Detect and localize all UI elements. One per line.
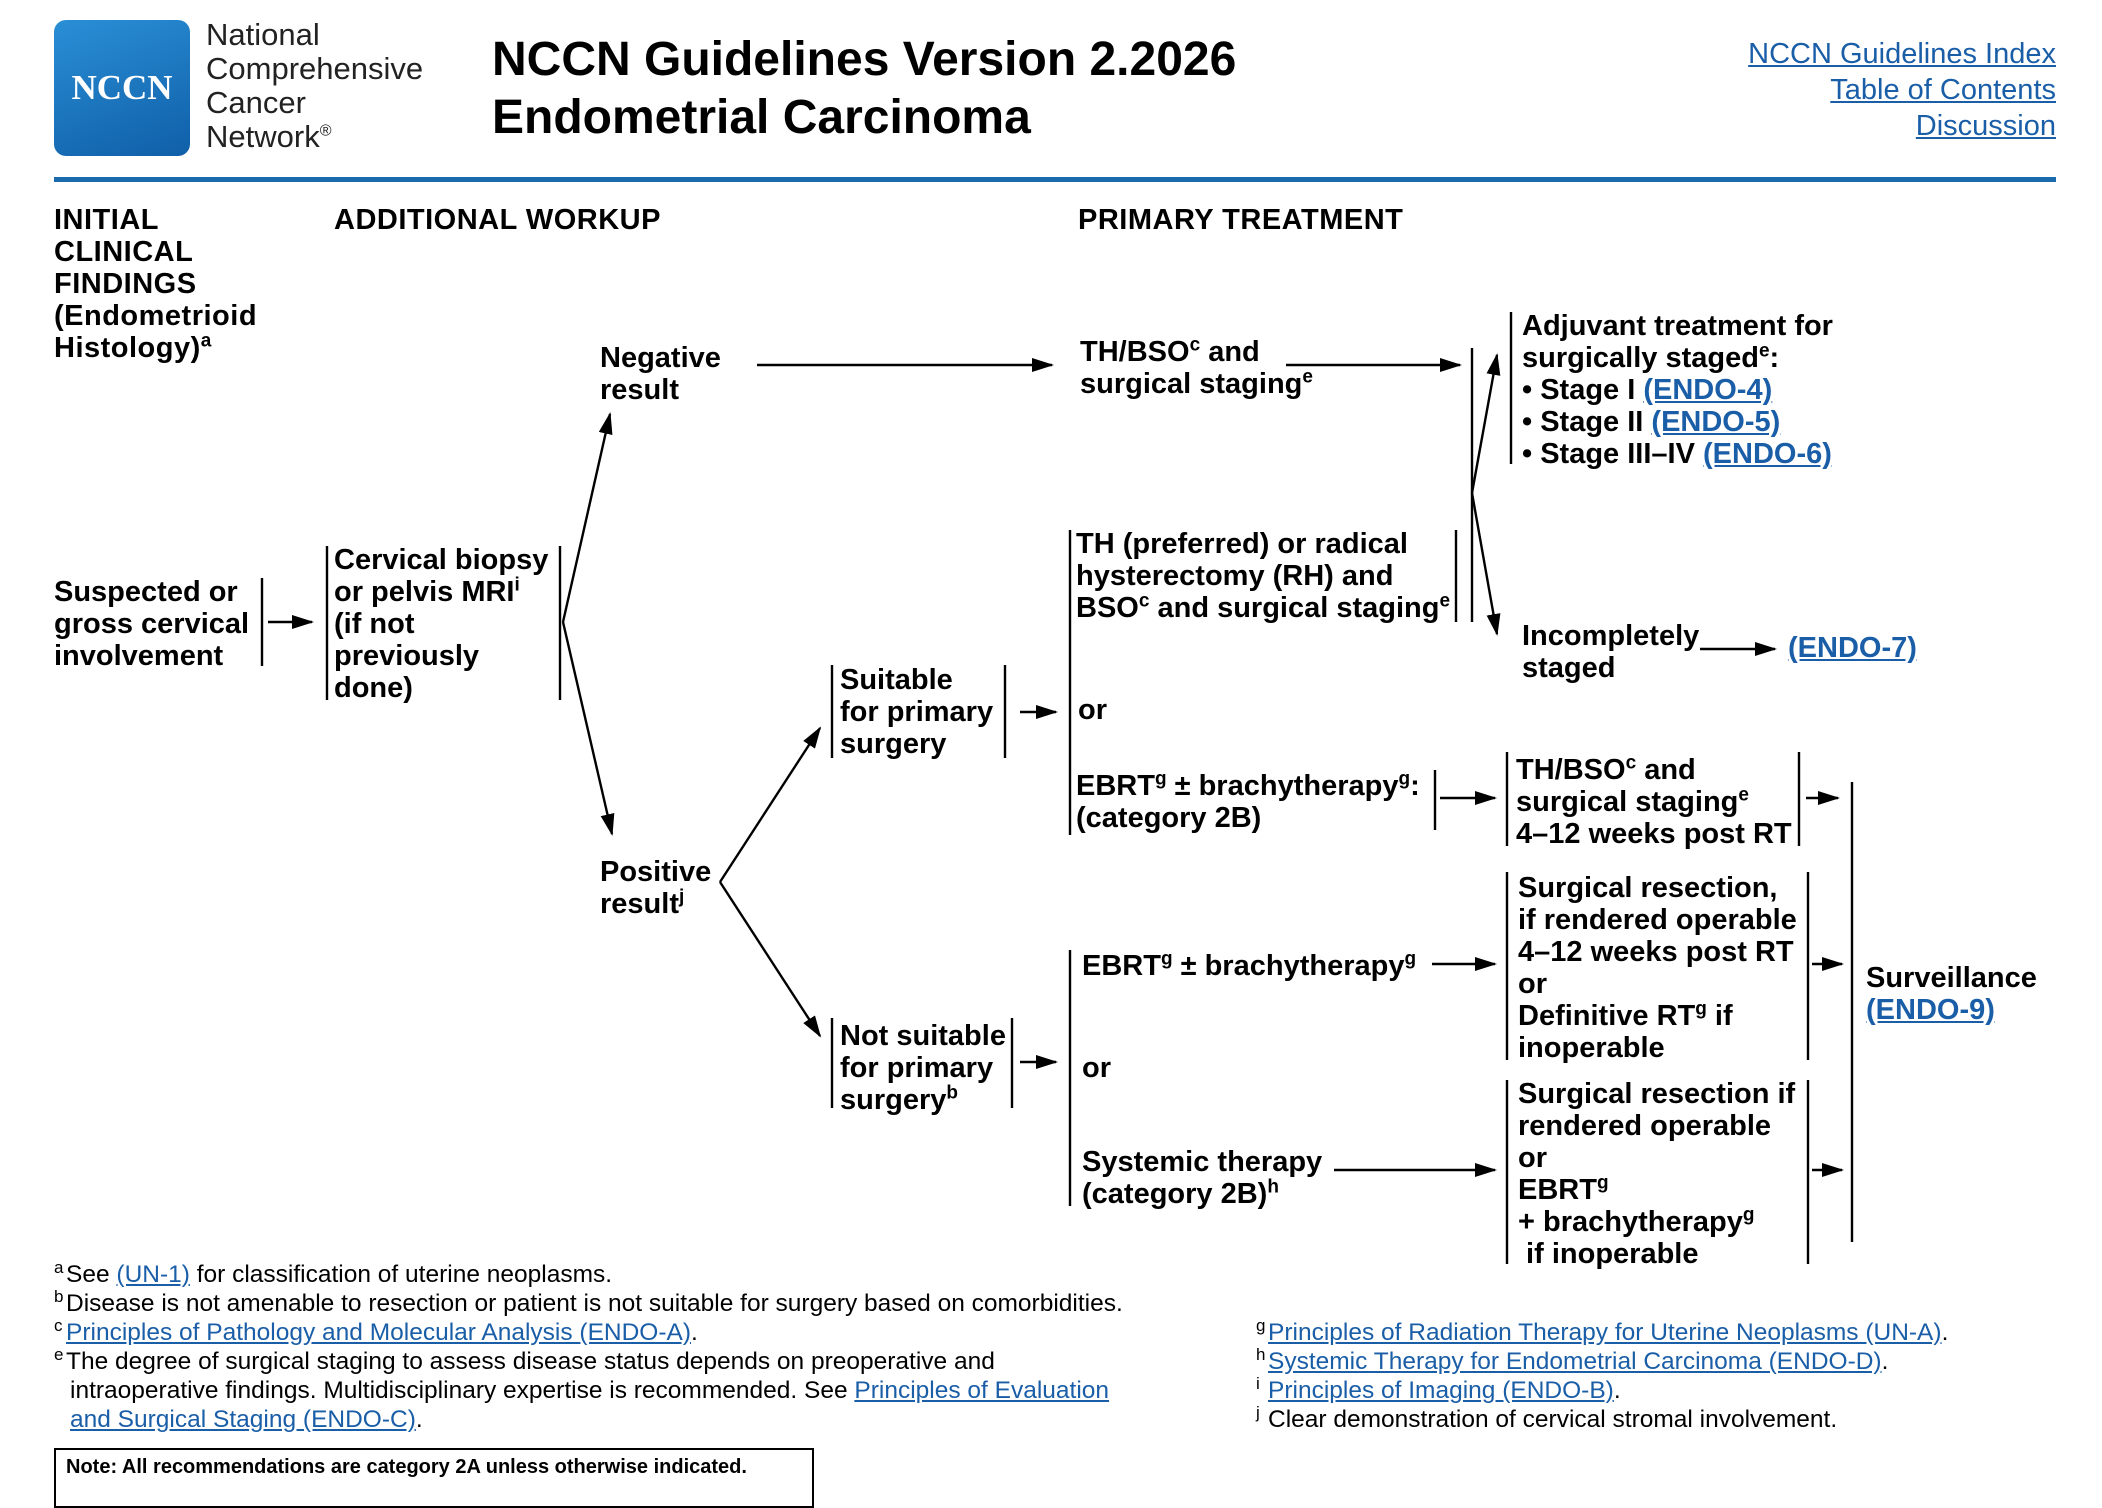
negative-result-node: Negative result <box>600 342 721 406</box>
header-links: NCCN Guidelines Index Table of Contents … <box>1748 36 2056 144</box>
nccn-logo: NCCN <box>54 20 190 156</box>
table-of-contents-link[interactable]: Table of Contents <box>1830 74 2056 106</box>
endo-c-link[interactable]: Principles of Evaluation <box>854 1377 1110 1404</box>
primary-treatment-header: PRIMARY TREATMENT <box>1078 204 1404 236</box>
discussion-link[interactable]: Discussion <box>1915 110 2056 142</box>
biopsy-node: Cervical biopsy or pelvis MRIi (if not p… <box>334 544 549 704</box>
note-text: Note: All recommendations are category 2… <box>66 1456 747 1478</box>
endo-6-link[interactable]: (ENDO-6) <box>1703 438 1832 470</box>
incompletely-staged-node: Incompletely staged <box>1522 620 1700 684</box>
un-a-link[interactable]: Principles of Radiation Therapy for Uter… <box>1268 1319 1942 1346</box>
header-rule <box>54 177 2056 182</box>
initial-findings-header: INITIAL CLINICAL FINDINGS (Endometrioid … <box>54 204 258 364</box>
endo-a-link[interactable]: Principles of Pathology and Molecular An… <box>66 1319 692 1346</box>
logo-wordmark: National Comprehensive Cancer Network® <box>206 17 424 154</box>
positive-result-node: Positive resultj <box>600 856 712 920</box>
guidelines-index-link[interactable]: NCCN Guidelines Index <box>1748 38 2056 70</box>
or-label: or <box>1078 694 1107 726</box>
adjuvant-item: • Stage II (ENDO-5) <box>1522 406 1781 438</box>
endo-b-link[interactable]: Principles of Imaging (ENDO-B) <box>1268 1377 1614 1404</box>
surveillance-node: Surveillance (ENDO-9) <box>1866 962 2037 1026</box>
un-1-link[interactable]: (UN-1) <box>116 1261 190 1288</box>
adjuvant-node: Adjuvant treatment for surgically staged… <box>1522 310 1833 470</box>
thbso-post-rt-node: TH/BSOc and surgical staginge 4–12 weeks… <box>1516 752 1792 850</box>
endo-5-link[interactable]: (ENDO-5) <box>1651 406 1781 438</box>
thbso-staging-node: TH/BSOc and surgical staginge <box>1080 334 1313 400</box>
adjuvant-item: • Stage III–IV (ENDO-6) <box>1522 438 1832 470</box>
note-box: Note: All recommendations are category 2… <box>54 1448 814 1508</box>
surgical-resection-systemic-node: Surgical resection if rendered operable … <box>1518 1078 1796 1270</box>
ebrt-preop-node: EBRTg ± brachytherapyg: (category 2B) <box>1076 768 1420 834</box>
endo-7-link[interactable]: (ENDO-7) <box>1788 632 1917 664</box>
page-title: NCCN Guidelines Version 2.2026 <box>492 33 1237 86</box>
endo-d-link[interactable]: Systemic Therapy for Endometrial Carcino… <box>1268 1348 1882 1375</box>
not-suitable-node: Not suitable for primary surgeryb <box>840 1020 1006 1116</box>
page-subtitle: Endometrial Carcinoma <box>492 91 1031 144</box>
endo-9-link[interactable]: (ENDO-9) <box>1866 994 1995 1026</box>
th-rh-node: TH (preferred) or radical hysterectomy (… <box>1076 528 1451 624</box>
endo-4-link[interactable]: (ENDO-4) <box>1643 374 1773 406</box>
additional-workup-header: ADDITIONAL WORKUP <box>334 204 661 236</box>
surgical-resection-node: Surgical resection, if rendered operable… <box>1518 872 1797 1064</box>
adjuvant-item: • Stage I (ENDO-4) <box>1522 374 1773 406</box>
or-label: or <box>1082 1052 1111 1084</box>
endo-c-link-cont[interactable]: and Surgical Staging (ENDO-C) <box>70 1406 416 1433</box>
logo-abbrev: NCCN <box>71 68 173 107</box>
suspected-node: Suspected or gross cervical involvement <box>54 576 250 672</box>
ebrt-node: EBRTg ± brachytherapyg <box>1082 948 1417 982</box>
systemic-therapy-node: Systemic therapy (category 2B)h <box>1082 1146 1323 1210</box>
suitable-node: Suitable for primary surgery <box>840 664 994 760</box>
